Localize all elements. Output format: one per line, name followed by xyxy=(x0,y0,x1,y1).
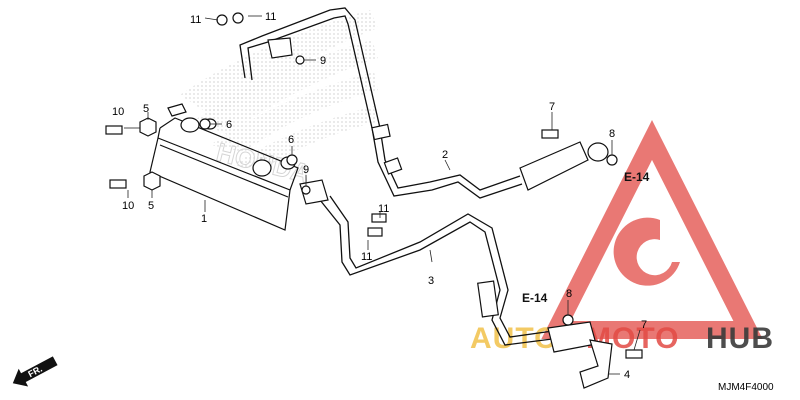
callout-8: 8 xyxy=(609,128,615,140)
reference-e14-top: E-14 xyxy=(624,170,650,184)
callout-7: 7 xyxy=(641,319,647,331)
callout-4: 4 xyxy=(624,369,630,381)
callout-5: 5 xyxy=(143,103,149,115)
callout-9: 9 xyxy=(303,164,309,176)
leader-lines xyxy=(124,15,641,375)
references: E-14 E-14 xyxy=(522,170,650,305)
callout-6: 6 xyxy=(226,119,232,131)
callout-11: 11 xyxy=(361,251,372,263)
lower-pipe xyxy=(299,179,613,389)
callout-6: 6 xyxy=(288,134,294,146)
callout-10: 10 xyxy=(112,106,124,118)
watermark-auto: AUTO xyxy=(470,322,558,355)
watermark: AUTO MOTO HUB xyxy=(470,120,774,355)
watermark-triangle xyxy=(541,120,763,339)
callout-11: 11 xyxy=(265,11,276,23)
watermark-inner-g xyxy=(613,217,680,286)
reference-e14-bottom: E-14 xyxy=(522,291,548,305)
callout-1: 1 xyxy=(201,213,207,225)
callout-10: 10 xyxy=(122,200,134,212)
callout-11: 11 xyxy=(378,203,389,215)
callout-5: 5 xyxy=(148,200,154,212)
upper-pipe xyxy=(239,7,609,199)
callout-2: 2 xyxy=(442,149,448,161)
callout-3: 3 xyxy=(428,275,434,287)
callout-8: 8 xyxy=(566,288,572,300)
callout-7: 7 xyxy=(549,101,555,113)
front-direction-arrow: FR. xyxy=(12,356,58,387)
callout-11: 11 xyxy=(190,14,201,26)
diagram-code: MJM4F4000 xyxy=(718,382,774,393)
oil-cooler xyxy=(149,103,299,231)
callout-9: 9 xyxy=(320,55,326,67)
callouts: 11 11 9 10 5 6 6 9 10 5 1 11 11 2 3 7 8 … xyxy=(112,11,647,381)
watermark-hub: HUB xyxy=(706,322,774,355)
